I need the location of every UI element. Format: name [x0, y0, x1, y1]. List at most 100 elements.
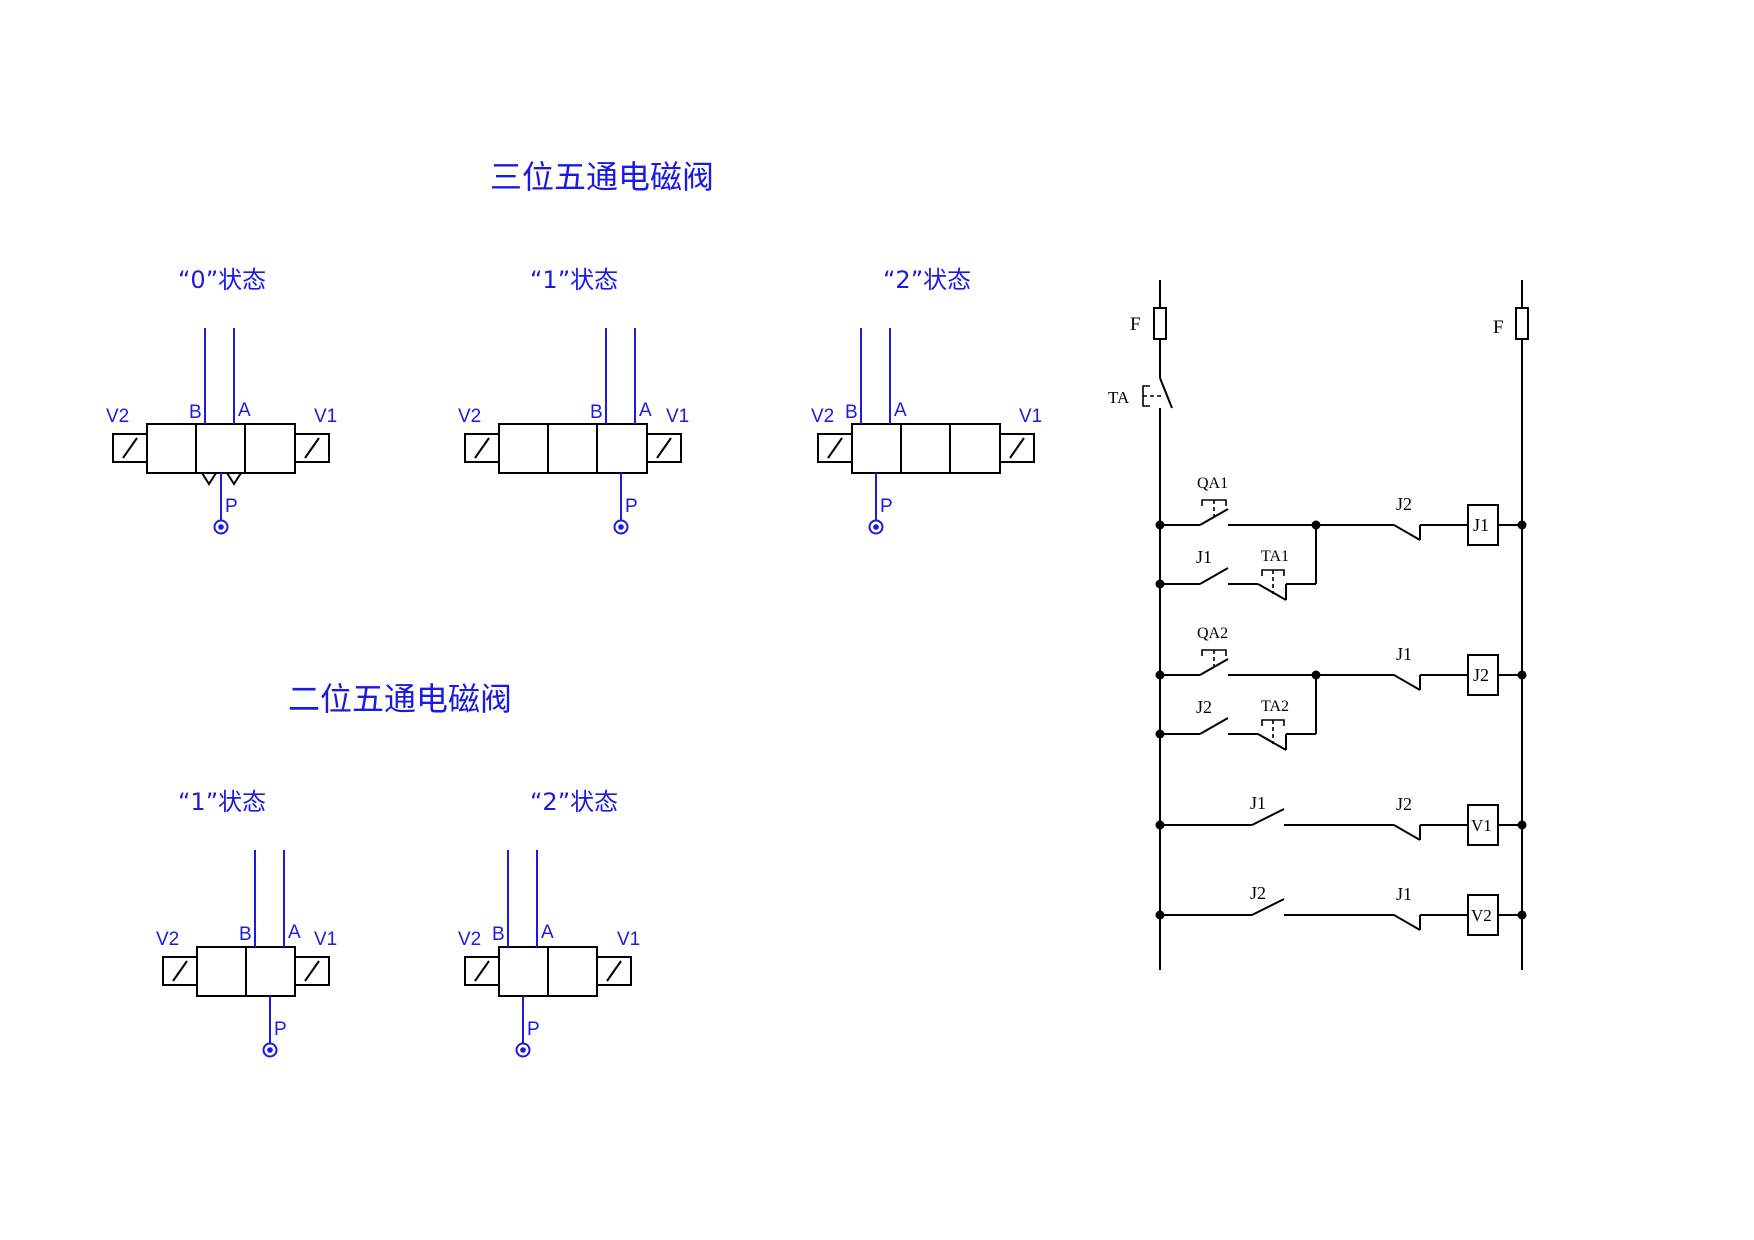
- control-circuit: F TA F QA1 J2 J1 J1 TA1: [1108, 280, 1529, 970]
- coil-v2-label: V2: [106, 406, 129, 427]
- port-p-label: P: [625, 496, 638, 517]
- v1-coil-label: V1: [1471, 816, 1492, 835]
- port-p-label: P: [527, 1019, 540, 1040]
- coil-v2-label: V2: [156, 929, 179, 950]
- valve-3pos-state0: “0”状态 B A P V2 V1: [106, 266, 337, 535]
- port-a-label: A: [541, 922, 554, 943]
- state2-label: “2”状态: [883, 266, 971, 294]
- coil-v2-label: V2: [458, 406, 481, 427]
- coil-slash: [1009, 437, 1025, 459]
- port-p-label: P: [880, 496, 893, 517]
- junction: [1517, 670, 1527, 680]
- state2-label: “2”状态: [530, 788, 618, 816]
- valve-2pos-state2: “2”状态 B A P V2 V1: [458, 788, 640, 1058]
- state1-label: “1”状态: [530, 266, 618, 294]
- coil-slash: [606, 960, 622, 982]
- port-b-label: B: [239, 924, 252, 945]
- j1-label: J1: [1196, 547, 1212, 567]
- valve-body: [498, 423, 648, 474]
- coil-slash: [122, 437, 138, 459]
- junction: [1517, 910, 1527, 920]
- port-p-dot: [520, 1047, 526, 1053]
- port-p-symbol: [213, 519, 229, 535]
- title-two-position-valve: 二位五通电磁阀: [288, 680, 512, 718]
- state0-label: “0”状态: [178, 266, 266, 294]
- j2-no-contact: [1251, 898, 1285, 916]
- j2-label: J2: [1250, 883, 1266, 903]
- j2-no-contact: [1199, 717, 1229, 735]
- coil-slash: [656, 437, 672, 459]
- valve-2pos-state1: “1”状态 B A P V2 V1: [156, 788, 337, 1058]
- coil-v1-box: [999, 433, 1035, 463]
- coil-slash: [474, 960, 490, 982]
- j1-label: J1: [1250, 793, 1266, 813]
- port-p-label: P: [225, 496, 238, 517]
- j1-no-contact: [1251, 808, 1285, 826]
- ta2-contact: [1257, 733, 1287, 751]
- port-b-label: B: [492, 924, 505, 945]
- coil-v2-label: V2: [458, 929, 481, 950]
- fuse-left-label: F: [1130, 314, 1141, 335]
- title-three-position-valve: 三位五通电磁阀: [490, 158, 714, 196]
- port-a-label: A: [288, 922, 301, 943]
- coil-v1-label: V1: [617, 929, 640, 950]
- j2-nc-contact: [1393, 824, 1421, 841]
- coil-v1-label: V1: [314, 406, 337, 427]
- ta1-label: TA1: [1261, 548, 1289, 565]
- j1-label: J1: [1396, 644, 1412, 664]
- v2-coil-label: V2: [1471, 906, 1492, 925]
- qa2-label: QA2: [1197, 625, 1228, 642]
- blocked-port-mark: [226, 472, 242, 486]
- j2-label: J2: [1396, 494, 1412, 514]
- coil-v1-box: [646, 433, 682, 463]
- coil-slash: [172, 960, 188, 982]
- junction: [1155, 729, 1165, 739]
- j1-nc-contact: [1393, 674, 1421, 691]
- ta-label: TA: [1108, 388, 1130, 407]
- junction: [1517, 820, 1527, 830]
- coil-v1-label: V1: [666, 406, 689, 427]
- ta-button: [1142, 385, 1150, 407]
- ta1-contact: [1257, 583, 1287, 601]
- j2-nc-contact: [1393, 524, 1421, 541]
- junction: [1517, 520, 1527, 530]
- port-a-label: A: [238, 400, 251, 421]
- junction: [1155, 579, 1165, 589]
- junction: [1155, 820, 1165, 830]
- port-p-symbol: [868, 519, 884, 535]
- port-p-dot: [618, 524, 624, 530]
- port-p-symbol: [613, 519, 629, 535]
- junction: [1155, 910, 1165, 920]
- port-p-dot: [267, 1047, 273, 1053]
- j2-label: J2: [1196, 697, 1212, 717]
- j2-label: J2: [1396, 794, 1412, 814]
- coil-v1-label: V1: [1019, 406, 1042, 427]
- coil-slash: [304, 437, 320, 459]
- port-p-symbol: [262, 1042, 278, 1058]
- ta2-label: TA2: [1261, 698, 1289, 715]
- coil-slash: [474, 437, 490, 459]
- port-p-dot: [873, 524, 879, 530]
- valve-body: [146, 423, 296, 474]
- port-p-dot: [218, 524, 224, 530]
- fuse-right: [1515, 307, 1529, 340]
- ta-contact: [1159, 377, 1173, 409]
- coil-v1-box: [294, 433, 330, 463]
- j1-no-contact: [1199, 567, 1229, 585]
- valve-3pos-state2: “2”状态 B A P V2 V1: [811, 266, 1042, 535]
- coil-v1-box: [294, 956, 330, 986]
- coil-v1-label: V1: [314, 929, 337, 950]
- port-a-label: A: [639, 400, 652, 421]
- coil-v2-label: V2: [811, 406, 834, 427]
- port-b-label: B: [845, 402, 858, 423]
- j1-coil-label: J1: [1473, 515, 1489, 535]
- port-p-symbol: [515, 1042, 531, 1058]
- junction: [1155, 520, 1165, 530]
- port-b-label: B: [189, 402, 202, 423]
- valve-body: [851, 423, 1001, 474]
- fuse-right-label: F: [1493, 317, 1504, 338]
- port-b-label: B: [590, 402, 603, 423]
- fuse-left: [1153, 307, 1167, 340]
- port-p-label: P: [274, 1019, 287, 1040]
